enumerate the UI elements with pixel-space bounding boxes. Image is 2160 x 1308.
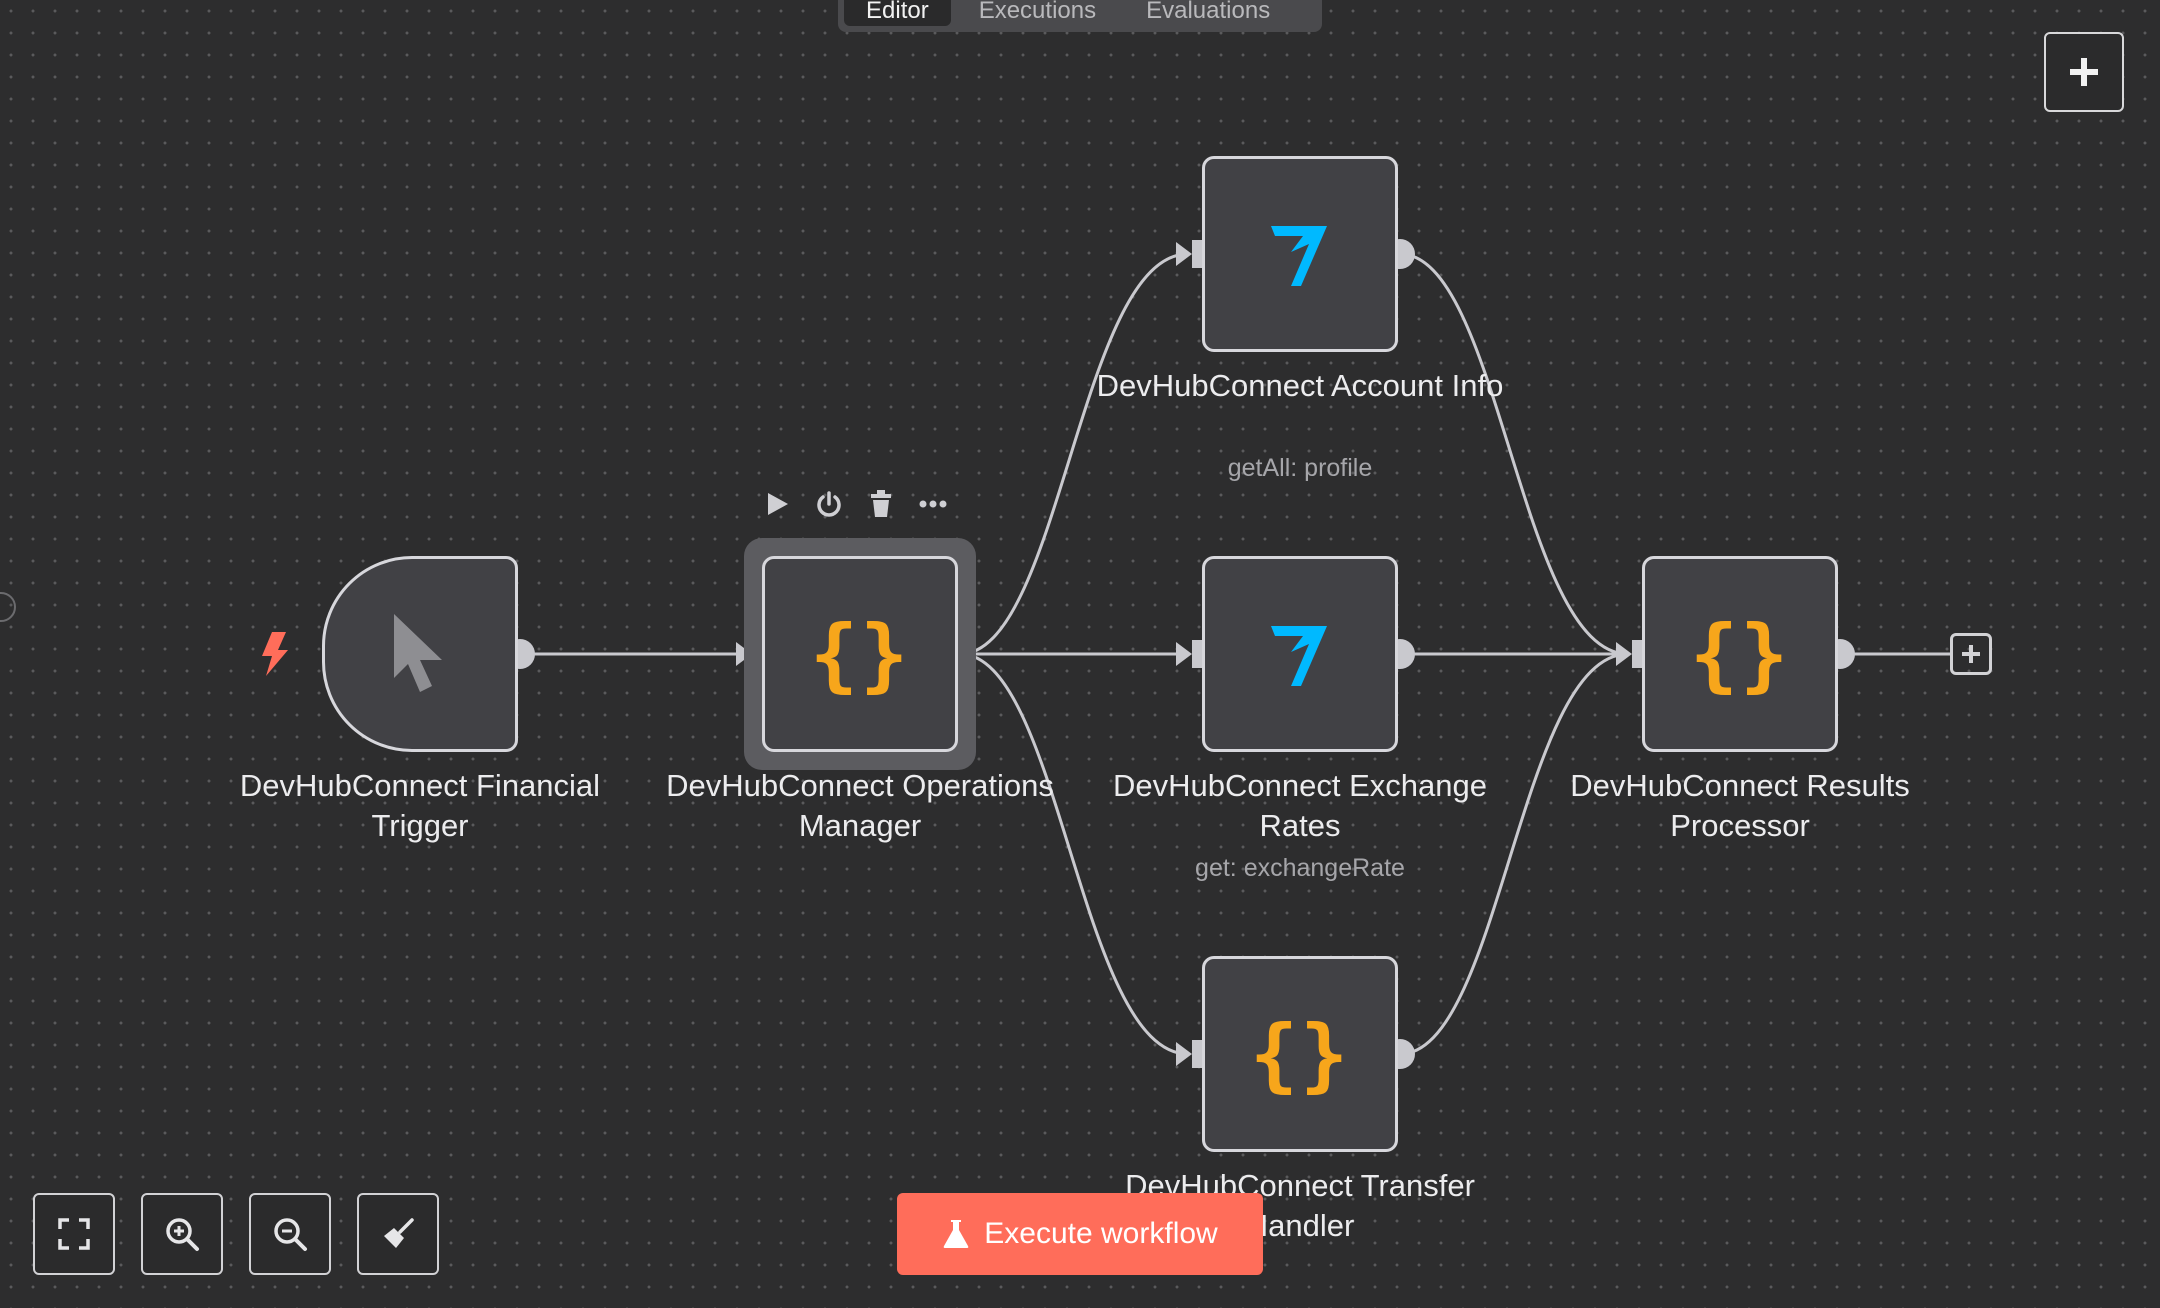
execute-workflow-label: Execute workflow bbox=[984, 1217, 1218, 1250]
node-label-account-info: DevHubConnect Account Info bbox=[1096, 368, 1504, 403]
wise-logo-icon bbox=[1271, 226, 1327, 286]
plus-icon bbox=[1962, 645, 1980, 663]
node-results-processor[interactable]: {} bbox=[1642, 556, 1838, 752]
node-label-exchange-rates: DevHubConnect Exchange Rates bbox=[1113, 768, 1487, 843]
tidy-up-button[interactable] bbox=[357, 1193, 439, 1275]
cursor-icon bbox=[394, 614, 442, 692]
zoom-in-button[interactable] bbox=[141, 1193, 223, 1275]
side-panel-handle[interactable] bbox=[0, 592, 16, 622]
node-label-financial-trigger: DevHubConnect Financial Trigger bbox=[239, 768, 601, 843]
node-label-operations-manager: DevHubConnect Operations Manager bbox=[666, 768, 1054, 843]
code-braces-icon: {} bbox=[1689, 607, 1791, 701]
flask-icon bbox=[943, 1220, 969, 1248]
node-operations-manager[interactable]: {} bbox=[762, 556, 958, 752]
fit-view-button[interactable] bbox=[33, 1193, 115, 1275]
view-tabs: Editor Executions Evaluations bbox=[838, 0, 1322, 32]
node-label-results-processor: DevHubConnect Results Processor bbox=[1570, 768, 1910, 843]
node-subtitle-account-info: getAll: profile bbox=[1227, 454, 1373, 482]
zoom-out-icon bbox=[274, 1218, 307, 1251]
broom-icon bbox=[384, 1218, 414, 1248]
node-transfer-handler[interactable]: {} bbox=[1202, 956, 1398, 1152]
trash-icon[interactable] bbox=[866, 489, 896, 519]
trigger-bolt-icon bbox=[262, 632, 288, 676]
add-next-node-button[interactable] bbox=[1950, 633, 1992, 675]
node-account-info[interactable] bbox=[1202, 156, 1398, 352]
add-node-button[interactable] bbox=[2044, 32, 2124, 112]
tab-editor[interactable]: Editor bbox=[844, 0, 951, 26]
node-financial-trigger[interactable] bbox=[322, 556, 518, 752]
node-toolbar bbox=[762, 484, 962, 524]
fullscreen-icon bbox=[58, 1218, 90, 1250]
tab-executions[interactable]: Executions bbox=[978, 0, 1097, 24]
execute-workflow-button[interactable]: Execute workflow bbox=[897, 1193, 1263, 1275]
play-icon[interactable] bbox=[762, 489, 792, 519]
wise-logo-icon bbox=[1271, 626, 1327, 686]
tab-evaluations[interactable]: Evaluations bbox=[1146, 0, 1271, 24]
node-exchange-rates[interactable] bbox=[1202, 556, 1398, 752]
node-subtitle-exchange-rates: get: exchangeRate bbox=[1195, 854, 1405, 882]
zoom-out-button[interactable] bbox=[249, 1193, 331, 1275]
plus-icon bbox=[2070, 58, 2098, 86]
more-options-icon[interactable] bbox=[918, 489, 948, 519]
power-icon[interactable] bbox=[814, 489, 844, 519]
code-braces-icon: {} bbox=[1249, 1007, 1351, 1101]
code-braces-icon: {} bbox=[809, 607, 911, 701]
zoom-in-icon bbox=[166, 1218, 199, 1251]
